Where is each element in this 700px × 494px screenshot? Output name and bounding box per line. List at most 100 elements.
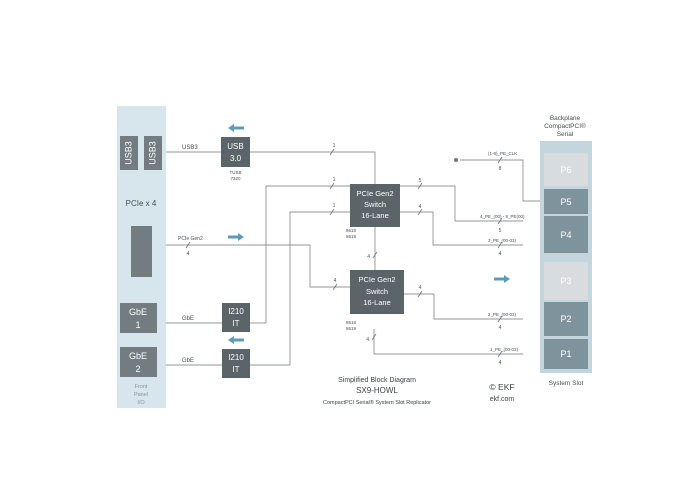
slot-p3-label: P3 <box>560 276 571 286</box>
pcie-connector <box>131 226 152 277</box>
diagram-title: Simplified Block Diagram <box>338 377 416 384</box>
slot-p3 <box>544 262 588 300</box>
slot-p5 <box>544 189 588 214</box>
arrow-right-icon-pcie <box>228 233 244 241</box>
lane-slash-p4 <box>497 241 503 249</box>
lane-slash-s2l <box>332 283 338 291</box>
backplane-caption-2: CompactPCI® <box>544 122 586 130</box>
switch1-to-p4-line <box>400 211 523 246</box>
direction-arrows <box>228 124 510 344</box>
gbe1-to-switch-line <box>265 185 350 323</box>
slot-p4 <box>544 216 588 253</box>
arrow-left-icon-usb <box>228 124 244 132</box>
i210-2-line2: IT <box>232 365 239 374</box>
i210-2-line1: I210 <box>228 353 244 362</box>
front-pcie-line <box>166 244 350 288</box>
usb3-port-1-label: USB3 <box>123 141 133 165</box>
backplane-caption-1: Backplane <box>550 115 581 122</box>
gbe1-port-label: GbE <box>129 307 147 317</box>
switch2-part1: 8618 <box>346 320 357 325</box>
usb-chip-line2: 3.0 <box>230 154 242 163</box>
lane-slash-s1a <box>329 182 335 190</box>
switch2-line3: 16-Lane <box>363 298 391 307</box>
slot-p2-label: P2 <box>560 314 571 324</box>
usb-hub-chip <box>221 137 250 167</box>
lane-count-clk: 8 <box>499 166 502 172</box>
switch1-to-p5-line <box>400 185 523 222</box>
connection-lines <box>166 151 541 366</box>
product-name: SX9-HOWL <box>356 386 398 395</box>
lane-count-s2r: 4 <box>419 285 422 291</box>
lane-slash-front <box>185 241 191 249</box>
lane-slash-clk <box>497 156 503 164</box>
slot-p1 <box>544 339 588 369</box>
lane-slash-usb <box>329 148 335 156</box>
usb-chip-part1: TUSB <box>229 170 241 175</box>
lane-count-labels: 1 1 1 4 4 4 4 4 5 4 8 5 4 4 4 <box>187 143 502 366</box>
signal-usb3: USB3 <box>182 145 198 151</box>
system-slot-label: System Slot <box>549 380 584 387</box>
lane-count-inter-bottom: 4 <box>366 337 369 343</box>
usb3-port-1 <box>120 136 138 170</box>
lane-count-p5: 5 <box>499 228 502 234</box>
signal-labels: USB3 PCIe Gen2 GbE GbE (1-8)_PE_CLK 4_PE… <box>178 145 525 364</box>
lane-markers <box>185 148 503 358</box>
usb-chip-line1: USB <box>227 142 243 151</box>
usb3-port-2-label: USB3 <box>147 141 157 165</box>
lane-count-s2l: 4 <box>334 278 337 284</box>
signal-p1: 1_PE_(00-03) <box>490 347 519 352</box>
i210-1-line1: I210 <box>228 307 244 316</box>
switch1-part1: 8618 <box>346 228 357 233</box>
signal-clk: (1-8)_PE_CLK <box>488 151 517 156</box>
lane-slash-inter-top <box>372 251 378 259</box>
arrow-left-icon-gbe <box>228 336 244 344</box>
signal-p4: 3_PE_(00-03) <box>488 238 517 243</box>
switch1-line3: 16-Lane <box>361 211 389 220</box>
gbe1-port-number: 1 <box>135 320 140 330</box>
front-panel-caption-3: I/O <box>137 400 145 406</box>
switch2-line2: Switch <box>366 287 388 296</box>
i210-1-line2: IT <box>232 319 239 328</box>
lane-count-p1: 4 <box>499 360 502 366</box>
arrow-right-icon-backplane <box>494 275 510 283</box>
i210-chip-2 <box>222 349 250 378</box>
lane-count-s1out: 5 <box>419 178 422 184</box>
signal-gbe1: GbE <box>182 316 194 322</box>
gbe2-to-switch-line <box>289 211 350 365</box>
i210-chip-1 <box>222 303 250 332</box>
clock-line <box>460 159 541 202</box>
slot-p6-label: P6 <box>560 165 571 175</box>
slot-p6 <box>544 153 588 186</box>
pcie-switch-1 <box>350 184 400 227</box>
pcie-switch-2 <box>350 270 404 314</box>
ekf-url: ekf.com <box>490 396 515 403</box>
clock-source-dot <box>454 158 458 162</box>
lane-slash-s1out <box>417 182 423 190</box>
switch2-line1: PCIe Gen2 <box>358 275 395 284</box>
switch1-line2: Switch <box>364 200 386 209</box>
lane-slash-s1b <box>329 208 335 216</box>
gbe2-port <box>120 347 157 377</box>
signal-p2: 2_PE_(00-03) <box>488 312 517 317</box>
lane-count-s1b: 1 <box>333 203 336 209</box>
gbe1-port <box>120 303 157 333</box>
front-panel-caption-1: Front <box>135 384 148 390</box>
signal-p5: 4_PE_(00) - 8_PE(00) <box>480 214 525 219</box>
switch2-part2: 8619 <box>346 326 357 331</box>
lane-slash-inter-bottom <box>371 333 377 341</box>
slot-p5-label: P5 <box>560 197 571 207</box>
ekf-logo: © EKF <box>489 382 514 392</box>
gbe2-port-label: GbE <box>129 351 147 361</box>
lane-slash-p5 <box>497 217 503 225</box>
slot-p2 <box>544 302 588 336</box>
signal-gbe2: GbE <box>182 358 194 364</box>
product-subtitle: CompactPCI Serial® System Slot Replicato… <box>323 399 431 406</box>
slot-p1-label: P1 <box>560 349 571 359</box>
switch2-to-p2-line <box>404 293 523 320</box>
slot-p4-label: P4 <box>560 230 571 240</box>
lane-slash-p1 <box>497 350 503 358</box>
lane-count-inter-top: 4 <box>367 254 370 260</box>
lane-count-p4: 4 <box>499 251 502 257</box>
switch1-part2: 8619 <box>346 234 357 239</box>
